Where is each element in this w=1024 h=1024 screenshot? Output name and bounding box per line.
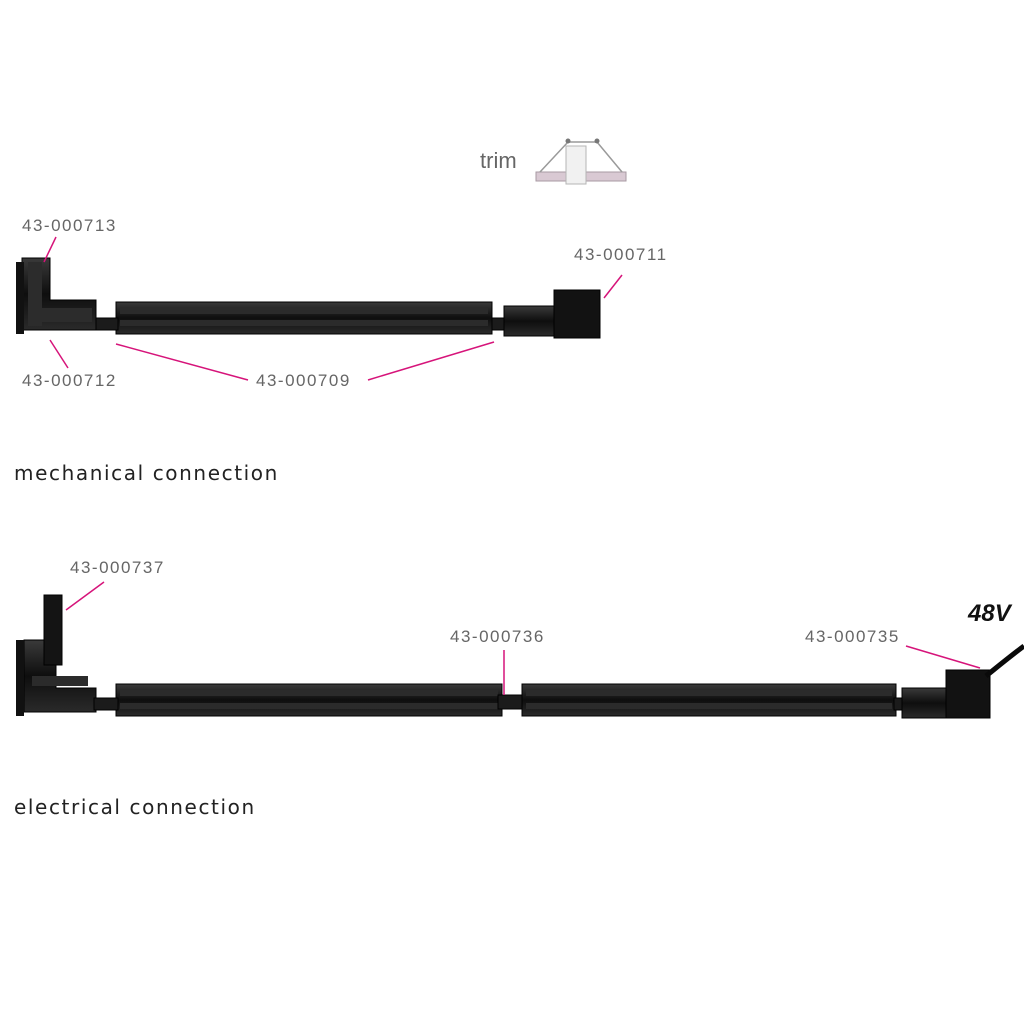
trim-label: trim [480, 148, 517, 173]
part-label-43-000736: 43-000736 [450, 627, 545, 646]
part-label-43-000709: 43-000709 [256, 371, 351, 390]
part-label-43-000712: 43-000712 [22, 371, 117, 390]
leader-43-000737 [65, 581, 105, 611]
electrical-track-left [115, 683, 503, 717]
part-label-43-000735: 43-000735 [805, 627, 900, 646]
leader-43-000735 [905, 645, 981, 669]
part-label-43-000711: 43-000711 [574, 245, 668, 264]
mechanical-corner-connector-43-000713 [16, 257, 97, 334]
electrical-connection-title: electrical connection [14, 795, 256, 819]
leader-43-000711 [603, 274, 623, 299]
electrical-joint-left [93, 697, 119, 711]
leader-43-000713 [43, 236, 57, 263]
electrical-track-right [521, 683, 897, 717]
leader-43-000712 [49, 339, 69, 369]
electrical-end-feed-43-000735 [893, 644, 1024, 719]
part-label-43-000737: 43-000737 [70, 558, 165, 577]
trim-illustration [535, 138, 627, 185]
part-label-43-000713: 43-000713 [22, 216, 117, 235]
electrical-corner-feed-43-000737 [16, 594, 97, 716]
voltage-label: 48V [968, 600, 1011, 627]
leader-43-000709-left [115, 343, 249, 381]
leader-43-000709-right [367, 341, 495, 381]
mechanical-track-43-000709 [115, 301, 493, 335]
mechanical-end-cap-43-000711 [491, 289, 601, 339]
mechanical-joint-left-43-000712 [95, 317, 119, 331]
mechanical-connection-title: mechanical connection [14, 461, 279, 485]
